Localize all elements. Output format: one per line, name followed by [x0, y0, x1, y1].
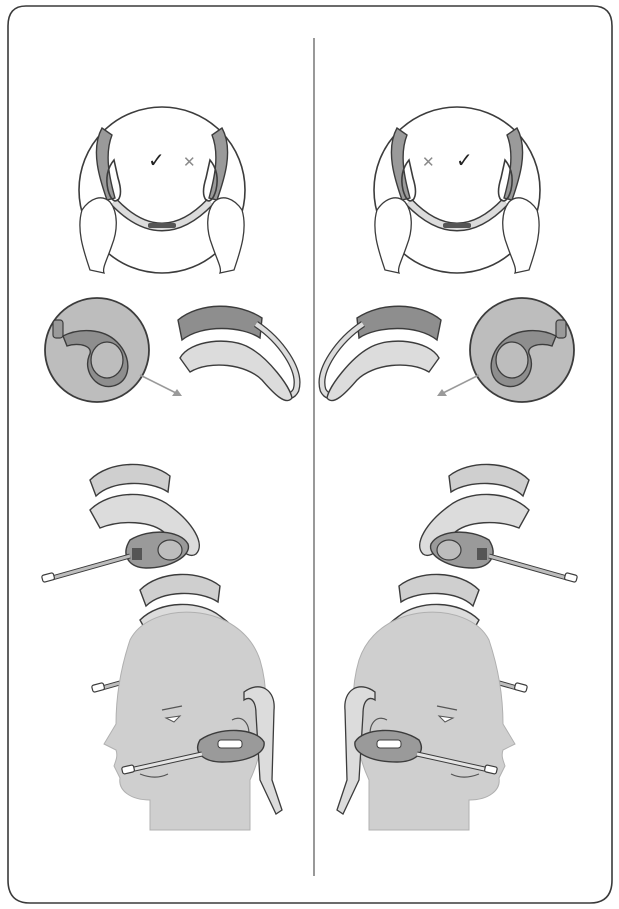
right-step-grip-headband — [374, 107, 540, 273]
left-check-mark: ✓ — [148, 150, 165, 170]
right-step-fit-ear-loop — [322, 306, 441, 400]
right-panel — [322, 107, 578, 830]
right-check-mark: ✓ — [456, 150, 473, 170]
left-ear-loop-magnifier — [45, 298, 149, 402]
right-ear-loop-magnifier — [470, 298, 574, 402]
left-panel — [41, 107, 297, 830]
left-step-fit-ear-loop — [178, 306, 297, 400]
right-step-attach-headset — [420, 464, 578, 582]
left-step-attach-headset — [41, 464, 199, 582]
right-step-worn-on-head — [337, 612, 515, 830]
right-magnify-arrow — [439, 375, 479, 395]
left-step-grip-headband — [79, 107, 245, 273]
right-cross-mark: ✕ — [422, 155, 435, 170]
left-cross-mark: ✕ — [183, 155, 196, 170]
left-magnify-arrow — [140, 375, 180, 395]
left-step-worn-on-head — [104, 612, 282, 830]
